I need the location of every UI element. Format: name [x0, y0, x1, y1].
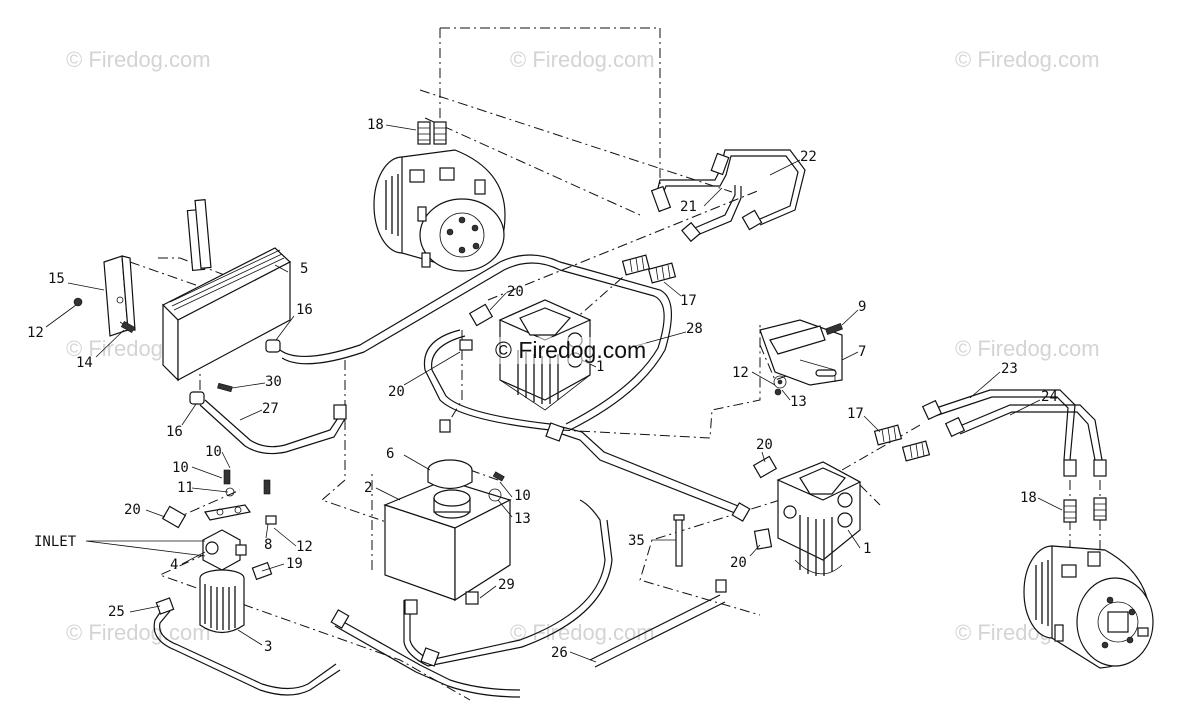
control-valve-top [468, 299, 592, 411]
callout-label: 20 [124, 502, 141, 518]
callout-label: 3 [264, 639, 273, 655]
callout-label: 1 [596, 359, 605, 375]
callout-label: 19 [286, 556, 303, 572]
hose-loop-top [279, 254, 673, 431]
watermark: © Firedog.com [510, 620, 655, 645]
callout-label: 22 [800, 149, 817, 165]
callout-label: 18 [367, 117, 384, 133]
hose-25 [153, 597, 341, 696]
callout-label: 13 [514, 511, 531, 527]
callout-label: 35 [628, 533, 645, 549]
callout-label: 24 [1041, 389, 1058, 405]
callout-label: 15 [48, 271, 65, 287]
fitting-18-right [1063, 497, 1107, 523]
callout-label: 7 [858, 344, 867, 360]
hose-26 [589, 579, 727, 668]
pin-35 [673, 514, 685, 567]
watermark: © Firedog.com [955, 336, 1100, 361]
centerlines [129, 27, 1101, 701]
filter-assembly [161, 469, 277, 634]
callout-label: 21 [680, 199, 697, 215]
callout-label: 13 [790, 394, 807, 410]
callout-label: 12 [27, 325, 44, 341]
callout-label: 4 [170, 557, 179, 573]
watermark: © Firedog.com [66, 620, 211, 645]
callout-label: 16 [296, 302, 313, 318]
callout-label: 16 [166, 424, 183, 440]
callout-label: 10 [514, 488, 531, 504]
watermark-center: © Firedog.com [495, 337, 647, 364]
callout-label: 14 [76, 355, 93, 371]
callout-label: 8 [264, 537, 273, 553]
callout-label: 18 [1020, 490, 1037, 506]
watermark: © Firedog.com [66, 47, 211, 72]
callout-label: INLET [34, 534, 77, 550]
callout-label: 17 [847, 406, 864, 422]
fitting-17-right [873, 424, 931, 462]
fitting-18-top [417, 121, 447, 145]
tubes-21-22 [650, 149, 806, 243]
callout-label: 12 [296, 539, 313, 555]
callout-label: 20 [756, 437, 773, 453]
callout-label: 17 [680, 293, 697, 309]
hose-return [330, 499, 613, 698]
tubes-23-24 [921, 389, 1107, 477]
callout-label: 10 [205, 444, 222, 460]
callout-label: 2 [364, 480, 373, 496]
callout-label: 25 [108, 604, 125, 620]
callout-label: 9 [858, 299, 867, 315]
callout-label: 30 [265, 374, 282, 390]
control-valve-right [752, 455, 862, 576]
callout-label: 29 [498, 577, 515, 593]
watermark: © Firedog.com [955, 47, 1100, 72]
callout-label: 23 [1001, 361, 1018, 377]
valve-top-tubes [423, 329, 751, 522]
callout-label: 20 [507, 284, 524, 300]
tank-fasteners [492, 471, 505, 482]
callout-label: 6 [386, 446, 395, 462]
callout-label: 5 [300, 261, 309, 277]
callout-label: 26 [551, 645, 568, 661]
callout-label: 12 [732, 365, 749, 381]
callout-label: 20 [730, 555, 747, 571]
callout-label: 1 [863, 541, 872, 557]
fitting-17-top [621, 254, 677, 284]
callout-label: 11 [177, 480, 194, 496]
hydraulic-motor-top [373, 149, 506, 272]
callout-label: 28 [686, 321, 703, 337]
reservoir-tank [383, 459, 512, 605]
hose-27 [199, 399, 347, 455]
bracket-right [759, 319, 843, 396]
callout-label: 10 [172, 460, 189, 476]
callout-label: 20 [388, 384, 405, 400]
watermark: © Firedog.com [510, 47, 655, 72]
oil-cooler [103, 199, 292, 382]
hydraulic-motor-right [1023, 545, 1154, 669]
small-fasteners-left [73, 297, 281, 405]
callout-label: 27 [262, 401, 279, 417]
